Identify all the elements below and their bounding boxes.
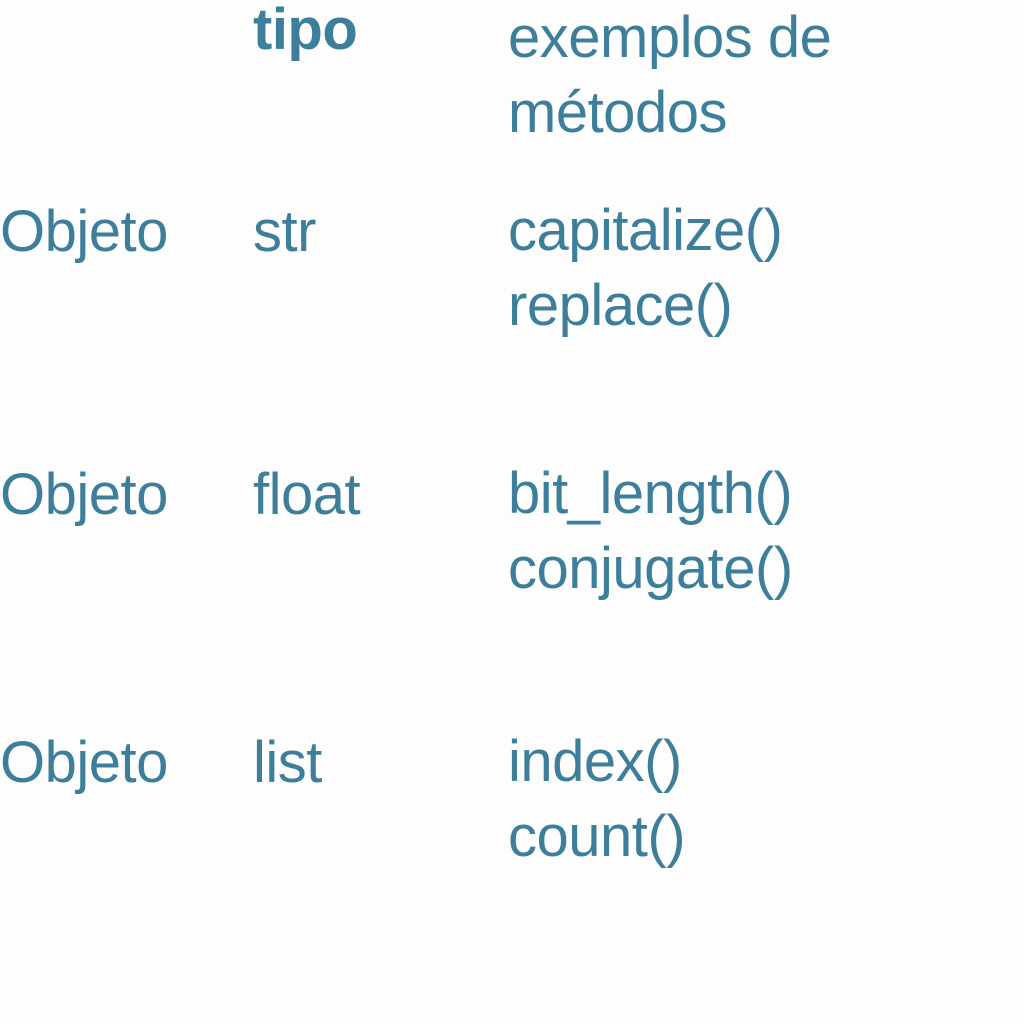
table-row: Objeto float bit_length() conjugate(): [0, 428, 1024, 696]
type-label: float: [253, 462, 361, 527]
cell-type: float: [253, 428, 508, 696]
method-name: capitalize(): [508, 198, 783, 263]
header-label-tipo: tipo: [253, 0, 358, 62]
cell-type: str: [253, 160, 508, 428]
cell-object: Objeto: [0, 160, 253, 428]
header-cell-type: tipo: [253, 0, 508, 160]
table-row: Objeto list index() count(): [0, 696, 1024, 956]
cell-methods: capitalize() replace(): [508, 160, 1024, 428]
methods-list: index() count(): [508, 696, 1024, 875]
method-name: replace(): [508, 273, 733, 339]
type-label: str: [253, 199, 316, 264]
table-body: Objeto str capitalize() replace() Objeto: [0, 160, 1024, 956]
header-methods-line-1: exemplos de: [508, 5, 832, 70]
header-label-methods: exemplos de métodos: [508, 0, 1024, 151]
method-name: bit_length(): [508, 461, 793, 526]
header-cell-methods: exemplos de métodos: [508, 0, 1024, 160]
cell-object: Objeto: [0, 428, 253, 696]
cell-type: list: [253, 696, 508, 956]
type-label: list: [253, 730, 322, 795]
method-name: index(): [508, 729, 682, 794]
object-label: Objeto: [0, 199, 168, 264]
object-label: Objeto: [0, 730, 168, 795]
cell-methods: bit_length() conjugate(): [508, 428, 1024, 696]
header-cell-object: [0, 0, 253, 160]
header-row: tipo exemplos de métodos: [0, 0, 1024, 160]
method-name: count(): [508, 804, 686, 870]
header-methods-line-2: métodos: [508, 80, 727, 146]
table-header: tipo exemplos de métodos: [0, 0, 1024, 160]
cell-object: Objeto: [0, 696, 253, 956]
object-label: Objeto: [0, 462, 168, 527]
methods-list: capitalize() replace(): [508, 160, 1024, 344]
methods-list: bit_length() conjugate(): [508, 428, 1024, 607]
table-row: Objeto str capitalize() replace(): [0, 160, 1024, 428]
types-methods-table: tipo exemplos de métodos Objeto str: [0, 0, 1024, 956]
method-name: conjugate(): [508, 536, 793, 602]
cell-methods: index() count(): [508, 696, 1024, 956]
